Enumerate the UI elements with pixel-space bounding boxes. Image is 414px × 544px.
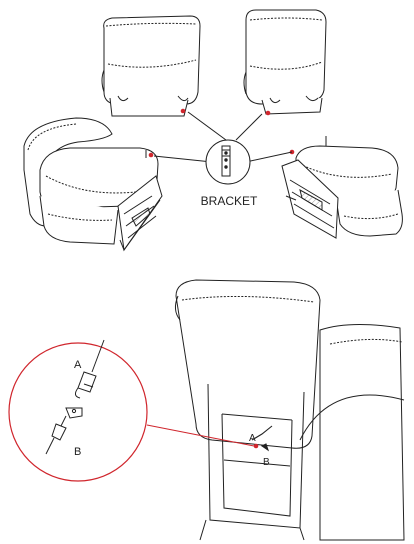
- left-backrest-bracket-dot: [180, 108, 186, 114]
- left-seat-bracket-dot: [148, 152, 154, 158]
- assembled-chair: [174, 279, 405, 541]
- detail-leader-line: [146, 424, 255, 447]
- left-backrest: [101, 15, 201, 117]
- scene-label-a: A: [249, 433, 256, 444]
- detail-label-b: B: [74, 446, 81, 458]
- left-seat: [23, 117, 163, 252]
- right-seat: [281, 145, 403, 239]
- right-backrest-bracket-dot: [265, 110, 271, 116]
- connector-detail: A B: [8, 339, 255, 482]
- scene-connection-dot: [253, 443, 259, 449]
- bracket-label: BRACKET: [201, 194, 258, 208]
- detail-label-a: A: [74, 359, 82, 371]
- right-backrest: [243, 9, 327, 115]
- scene-label-b: B: [263, 457, 270, 468]
- scene-connector: [251, 425, 273, 452]
- bracket-callout: [153, 111, 293, 185]
